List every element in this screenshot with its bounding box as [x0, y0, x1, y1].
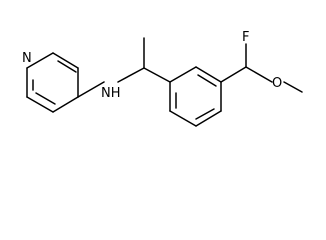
atom-labels: N NH F O	[22, 30, 282, 101]
structure-canvas: N NH F O	[22, 30, 303, 127]
bond	[35, 92, 56, 105]
benzene-ring	[169, 66, 222, 127]
bond	[195, 110, 222, 127]
bond	[195, 66, 222, 83]
bond	[220, 66, 247, 83]
amine-nh-label: NH	[101, 86, 121, 101]
bond	[77, 81, 105, 98]
bond	[197, 74, 217, 87]
bond	[26, 52, 54, 69]
bond	[283, 81, 303, 93]
bond	[169, 110, 197, 127]
bond	[57, 60, 77, 73]
amine-linker	[77, 37, 171, 98]
bond	[169, 66, 197, 83]
bond	[52, 52, 79, 69]
pyridine-ring	[26, 52, 79, 113]
bond	[245, 66, 273, 83]
substituents	[220, 43, 303, 93]
oxygen-label: O	[272, 76, 282, 91]
molecule-structure: N NH F O	[22, 30, 303, 127]
pyridine-nitrogen-label: N	[22, 51, 32, 66]
bond	[52, 96, 79, 113]
fluorine-label: F	[242, 30, 249, 45]
bond	[143, 67, 171, 83]
bond	[195, 108, 215, 120]
bond	[26, 96, 54, 113]
bond	[117, 67, 145, 83]
